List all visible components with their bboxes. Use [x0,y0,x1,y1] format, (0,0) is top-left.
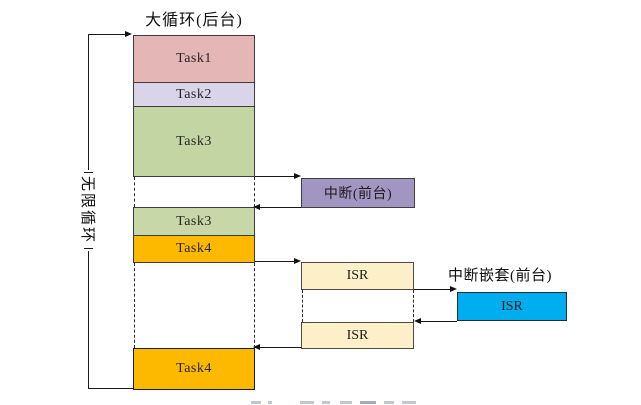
arrow-interrupt-return-line [260,206,301,208]
task4-label: Task4 [176,241,212,256]
loop-entry-line [88,33,126,35]
isr-gap-dash-left [301,290,303,322]
task4-resume-label: Task4 [176,361,212,376]
interrupt-box: 中断(前台) [301,178,415,208]
arrow-task4-to-isr-line [255,261,295,263]
infinite-loop-label: 无限循环 [79,176,96,245]
loop-return-line [88,388,133,390]
loop-line-vertical-bottom [87,251,89,389]
loop-entry-arrowhead-icon [125,30,132,37]
arrow-nested-return-line [421,321,457,323]
background-loop-title: 大循环(后台) [145,12,243,29]
nested-isr-box: ISR [457,292,567,321]
arrow-isr-return-to-task4-head-icon [253,344,260,351]
isr-gap-dash-right [412,290,414,322]
loop-label-tick-bottom [83,247,93,249]
arrow-task3-to-interrupt-line [255,176,295,178]
task3-box: Task3 [133,106,255,177]
stack-gap1-dash-right [253,177,255,207]
task3-label: Task3 [176,133,212,149]
arrow-isr-return-to-task4-line [260,347,301,349]
task4-resume-box: Task4 [133,348,255,390]
nested-isr-label: ISR [501,298,523,314]
task3-resume-label: Task3 [176,213,212,229]
isr-second-label: ISR [346,327,369,343]
arrow-nested-return-head-icon [414,318,421,325]
task1-box: Task1 [133,35,255,83]
stack-gap2-dash-left [133,263,135,348]
arrow-task3-to-interrupt-head-icon [294,173,301,180]
stack-gap1-dash-left [133,177,135,207]
task2-label: Task2 [176,86,212,102]
arrow-interrupt-return-head-icon [253,203,260,210]
arrow-isr-to-nested-head-icon [450,285,457,292]
isr-second-box: ISR [301,322,414,349]
arrow-isr-to-nested-line [414,288,451,290]
task2-box: Task2 [133,82,255,107]
interrupt-label: 中断(前台) [323,187,393,202]
task4-box: Task4 [133,235,255,263]
isr-first-box: ISR [301,262,414,290]
loop-label-tick-top [83,171,93,173]
stack-gap2-dash-right [253,263,255,348]
loop-line-vertical-top [87,33,89,170]
isr-first-label: ISR [346,268,369,283]
task3-resume-box: Task3 [133,207,255,236]
task1-label: Task1 [176,51,212,66]
arrow-task4-to-isr-head-icon [294,258,301,265]
nested-interrupt-title: 中断嵌套(前台) [448,268,552,284]
